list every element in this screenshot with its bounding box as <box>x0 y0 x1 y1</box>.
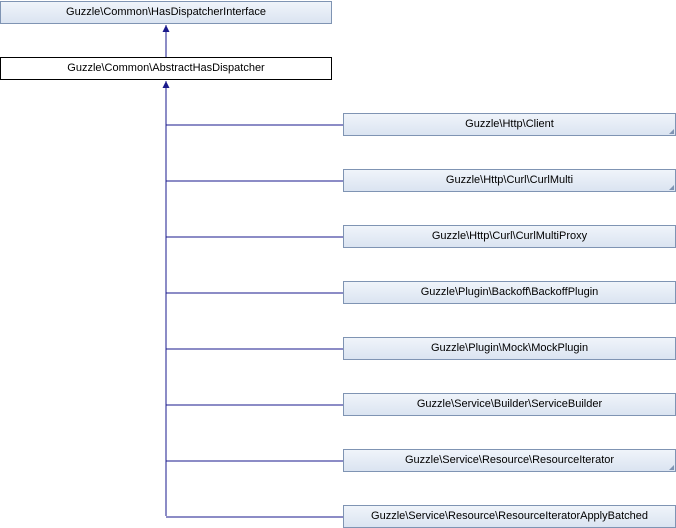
node-label: Guzzle\Http\Curl\CurlMultiProxy <box>431 230 588 242</box>
node-abstract-has-dispatcher: Guzzle\Common\AbstractHasDispatcher <box>0 57 332 80</box>
node-label: Guzzle\Service\Builder\ServiceBuilder <box>416 398 603 410</box>
node-label: Guzzle\Common\AbstractHasDispatcher <box>67 62 265 74</box>
node-label: Guzzle\Http\Curl\CurlMulti <box>445 174 574 186</box>
node-label: Guzzle\Service\Resource\ResourceIterator <box>404 454 615 466</box>
node-label: Guzzle\Service\Resource\ResourceIterator… <box>371 510 648 522</box>
node-subclass[interactable]: Guzzle\Plugin\Backoff\BackoffPlugin <box>343 281 676 304</box>
node-label: Guzzle\Common\HasDispatcherInterface <box>66 6 266 18</box>
node-label: Guzzle\Plugin\Mock\MockPlugin <box>430 342 589 354</box>
truncated-marker-icon <box>669 129 674 134</box>
node-label: Guzzle\Http\Client <box>465 118 554 130</box>
node-subclass[interactable]: Guzzle\Plugin\Mock\MockPlugin <box>343 337 676 360</box>
node-subclass[interactable]: Guzzle\Service\Resource\ResourceIterator <box>343 449 676 472</box>
node-subclass[interactable]: Guzzle\Http\Curl\CurlMulti <box>343 169 676 192</box>
node-subclass[interactable]: Guzzle\Http\Curl\CurlMultiProxy <box>343 225 676 248</box>
node-subclass[interactable]: Guzzle\Http\Client <box>343 113 676 136</box>
truncated-marker-icon <box>669 465 674 470</box>
truncated-marker-icon <box>669 185 674 190</box>
node-subclass[interactable]: Guzzle\Service\Resource\ResourceIterator… <box>343 505 676 528</box>
node-has-dispatcher-interface[interactable]: Guzzle\Common\HasDispatcherInterface <box>0 1 332 24</box>
node-label: Guzzle\Plugin\Backoff\BackoffPlugin <box>420 286 599 298</box>
node-subclass[interactable]: Guzzle\Service\Builder\ServiceBuilder <box>343 393 676 416</box>
